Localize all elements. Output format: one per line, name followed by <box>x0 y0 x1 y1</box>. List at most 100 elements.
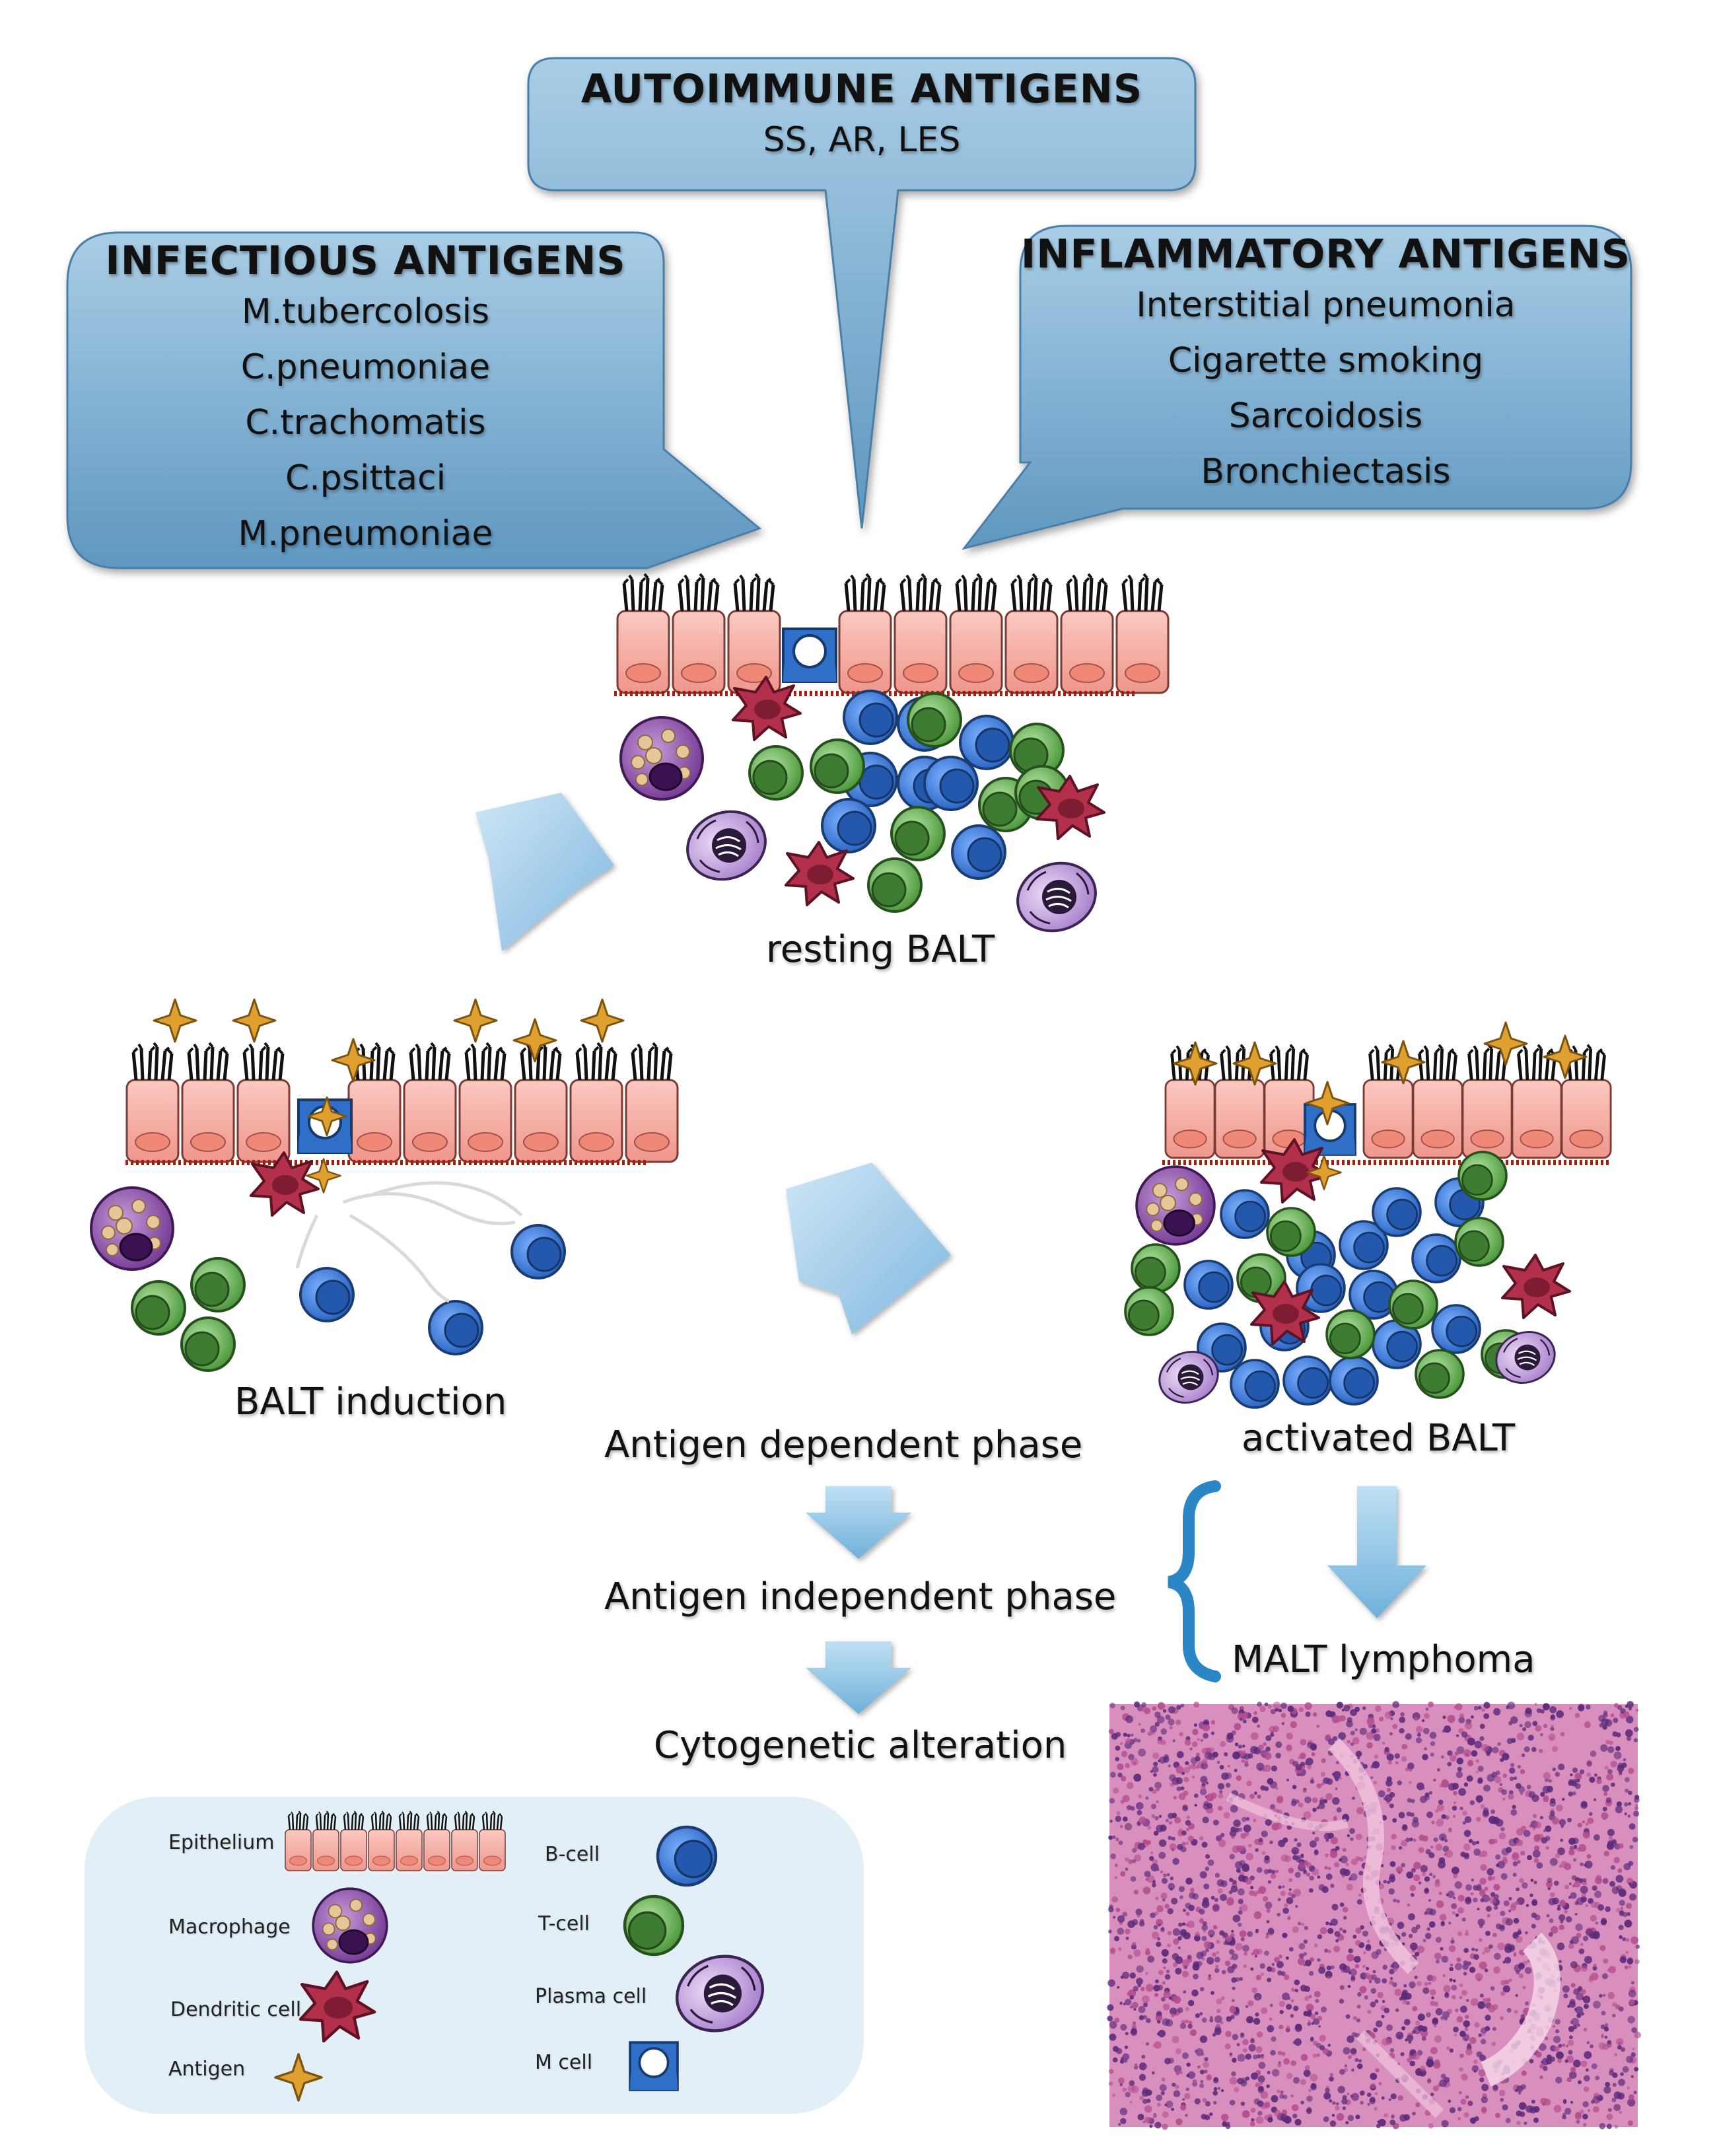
inflammatory-item-3: Bronchiectasis <box>1201 452 1451 491</box>
activated-epithelial-cell <box>1512 1045 1561 1158</box>
induction-migration-arrows <box>295 1181 523 1303</box>
resting-t-cell <box>890 806 946 861</box>
activated-b-cell <box>1230 1359 1280 1409</box>
infectious-item-4: M.pneumoniae <box>238 514 493 554</box>
histology-image <box>1107 1701 1641 2130</box>
resting-balt-label: resting BALT <box>766 928 995 971</box>
legend-antigen-label: Antigen <box>168 2058 246 2081</box>
antigen-dependent-label: Antigen dependent phase <box>604 1423 1083 1466</box>
infectious-item-0: M.tubercolosis <box>241 292 490 332</box>
activated-b-cell <box>1220 1189 1270 1239</box>
activated-t-cell <box>1388 1279 1438 1330</box>
activated-balt-label: activated BALT <box>1242 1417 1516 1460</box>
inflammatory-item-1: Cigarette smoking <box>1168 341 1484 380</box>
legend-mcell-symbol <box>629 2041 679 2091</box>
legend-mcell-label: M cell <box>535 2051 593 2074</box>
induction-antigen <box>153 998 197 1043</box>
induction-macrophage <box>90 1186 174 1271</box>
resting-t-cell <box>748 745 804 801</box>
activated-t-cell <box>1325 1309 1376 1359</box>
autoimmune-text: AUTOIMMUNE ANTIGENS SS, AR, LES <box>528 66 1195 168</box>
malt-lymphoma-label: MALT lymphoma <box>1232 1638 1535 1681</box>
legend-macrophage-label: Macrophage <box>168 1916 291 1939</box>
induction-antigen <box>580 998 625 1043</box>
legend-plasma-label: Plasma cell <box>535 1985 647 2008</box>
induction-epithelial-cell <box>571 1043 622 1162</box>
resting-epithelial-cell <box>1006 574 1057 693</box>
resting-epithelial-cell <box>673 574 724 693</box>
resting-dendritic-cell <box>785 841 855 906</box>
activated-t-cell <box>1415 1349 1465 1399</box>
inflammatory-bubble <box>962 225 1632 550</box>
resting-balt-epithelium <box>614 574 1168 696</box>
induction-epithelium <box>125 1043 678 1165</box>
inflammatory-text: INFLAMMATORY ANTIGENS Interstitial pneum… <box>1020 231 1631 499</box>
activated-epithelium <box>1162 1045 1611 1165</box>
induction-b-cell <box>510 1224 566 1279</box>
activated-antigen <box>1381 1040 1426 1085</box>
infectious-title: INFECTIOUS ANTIGENS <box>105 238 626 284</box>
resting-epithelial-cell <box>1117 574 1168 693</box>
resting-epithelial-cell <box>728 574 780 693</box>
cytogenetic-label: Cytogenetic alteration <box>654 1724 1067 1767</box>
infectious-item-3: C.psittaci <box>285 458 446 498</box>
legend-epithelium-label: Epithelium <box>168 1831 275 1854</box>
arrow-induction-to-activated <box>786 1163 951 1334</box>
activated-b-cell <box>1329 1355 1379 1406</box>
activated-b-cell <box>1411 1233 1461 1283</box>
inflammatory-item-2: Sarcoidosis <box>1228 396 1423 436</box>
autoimmune-item-0: SS, AR, LES <box>763 120 961 160</box>
activated-t-cell <box>1454 1217 1504 1267</box>
activated-antigen <box>1543 1034 1588 1079</box>
resting-epithelial-cell <box>895 574 946 693</box>
balt-induction-label: BALT induction <box>234 1381 507 1423</box>
resting-t-cell <box>867 857 923 913</box>
arrow-phase-2 <box>806 1641 911 1714</box>
resting-b-cell <box>821 798 876 853</box>
infectious-item-2: C.trachomatis <box>245 403 486 443</box>
resting-plasma-cell <box>676 799 777 892</box>
induction-t-cell <box>131 1280 186 1336</box>
legend-tcell-label: T-cell <box>538 1912 590 1935</box>
induction-epithelial-cell <box>238 1043 289 1162</box>
resting-plasma-cell <box>1006 851 1107 943</box>
phase-brace <box>1167 1480 1221 1682</box>
induction-antigen <box>331 1038 376 1083</box>
activated-b-cell <box>1183 1260 1234 1310</box>
legend-bcell-symbol <box>658 1827 716 1885</box>
activated-b-cell <box>1282 1355 1333 1406</box>
induction-t-cell <box>190 1257 246 1312</box>
activated-macrophage <box>1135 1165 1216 1246</box>
induction-epithelial-cell <box>127 1043 178 1162</box>
infectious-item-1: C.pneumoniae <box>240 347 491 387</box>
induction-epithelial-cell <box>515 1043 567 1162</box>
activated-t-cell <box>1124 1286 1174 1336</box>
autoimmune-bubble <box>527 57 1197 529</box>
resting-macrophage <box>619 716 704 801</box>
induction-antigen <box>232 998 277 1043</box>
induction-epithelial-cell <box>182 1043 234 1162</box>
legend-dendritic-label: Dendritic cell <box>170 1998 302 2021</box>
activated-dendritic-cell <box>1501 1254 1571 1319</box>
resting-b-cell <box>843 690 898 745</box>
induction-b-cell <box>299 1267 355 1322</box>
resting-b-cell <box>923 756 979 811</box>
resting-m-cell <box>782 628 837 683</box>
inflammatory-item-0: Interstitial pneumonia <box>1136 285 1516 325</box>
activated-b-cell <box>1431 1304 1481 1354</box>
induction-antigen <box>512 1018 557 1063</box>
resting-epithelial-cell <box>839 574 891 693</box>
induction-epithelial-cell <box>626 1043 678 1162</box>
legend-macrophage-symbol <box>312 1887 388 1964</box>
induction-b-cell <box>428 1300 483 1355</box>
arrow-activated-to-lymphoma <box>1327 1486 1426 1618</box>
legend-tcell-symbol <box>625 1896 683 1955</box>
induction-t-cell <box>180 1316 236 1372</box>
resting-epithelial-cell <box>1061 574 1113 693</box>
induction-epithelial-cell <box>460 1043 511 1162</box>
legend-bcell-label: B-cell <box>545 1843 600 1866</box>
resting-epithelial-cell <box>950 574 1002 693</box>
induction-antigen <box>453 998 498 1043</box>
activated-t-cell <box>1131 1243 1181 1293</box>
